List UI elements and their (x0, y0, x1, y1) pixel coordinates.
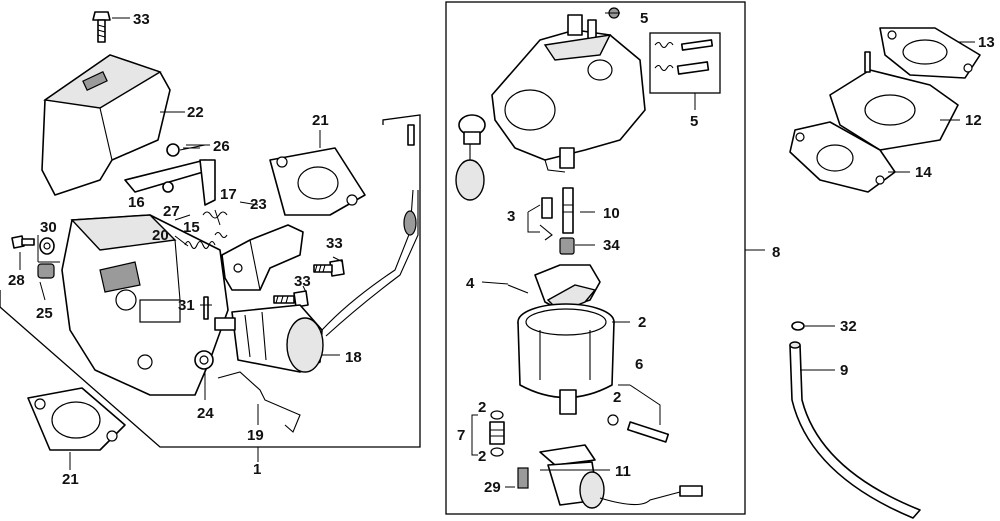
bolt-28-part (11, 235, 35, 249)
clip-32-part (791, 321, 805, 331)
callout-2-screw: 2 (613, 389, 621, 406)
grommet-24-part (194, 350, 214, 370)
gasket-21-upper-part (269, 147, 366, 216)
primer-bulb-part (455, 114, 486, 201)
callout-5-top: 5 (640, 10, 648, 27)
callout-15: 15 (183, 219, 200, 236)
callout-20: 20 (152, 227, 169, 244)
bolt-33-top-part (92, 11, 130, 43)
carburetor-body-part (491, 14, 646, 173)
callout-8: 8 (772, 244, 780, 261)
callout-14: 14 (915, 164, 932, 181)
callout-13: 13 (978, 34, 995, 51)
callout-6: 6 (635, 356, 643, 373)
callout-21-lower: 21 (62, 471, 79, 488)
callout-24: 24 (197, 405, 214, 422)
callout-33-middle: 33 (326, 235, 343, 252)
callout-5-box: 5 (690, 113, 698, 130)
gasket-14-part (789, 121, 896, 193)
fuel-tube-9-part (789, 341, 921, 519)
spring-20-part (174, 235, 216, 250)
air-cleaner-cover-22-part (41, 54, 185, 196)
callout-10: 10 (603, 205, 620, 222)
callout-1: 1 (253, 461, 261, 478)
callout-labels: 33 22 26 16 27 17 15 20 30 28 25 21 23 3… (8, 10, 995, 496)
callout-16: 16 (128, 194, 145, 211)
callout-28: 28 (8, 272, 25, 289)
fuel-valve-solenoid-11-part (539, 444, 703, 509)
pin-31-part (203, 296, 209, 320)
callout-33-lower: 33 (294, 273, 311, 290)
callout-27: 27 (163, 203, 180, 220)
callout-34: 34 (603, 237, 620, 254)
gasket-21-lower-part (27, 387, 126, 451)
leader-lines (19, 12, 975, 471)
choke-bracket-16-part (124, 143, 216, 206)
plug-34-part (559, 237, 575, 255)
bolt-33-middle-part (313, 259, 345, 277)
callout-17: 17 (220, 186, 237, 203)
bolt-33-lower-part (273, 290, 309, 308)
callout-29: 29 (484, 479, 501, 496)
washer-30-part (39, 237, 55, 255)
callout-9: 9 (840, 362, 848, 379)
mounting-bracket-plate-part (61, 214, 229, 396)
callout-2-bolt-top: 2 (478, 399, 486, 416)
callout-12: 12 (965, 112, 982, 129)
callout-19: 19 (247, 427, 264, 444)
drain-screw-6-part (607, 384, 670, 443)
callout-31: 31 (178, 297, 195, 314)
callout-4: 4 (466, 275, 475, 292)
callout-32: 32 (840, 318, 857, 335)
nut-25-part (37, 263, 55, 279)
callout-30: 30 (40, 219, 57, 236)
bracket-23-part (221, 224, 304, 291)
callout-33-top: 33 (133, 11, 150, 28)
callout-26: 26 (213, 138, 230, 155)
callout-3: 3 (507, 208, 515, 225)
screw-29-part (505, 467, 529, 489)
carburetor-assembly-frame (445, 1, 765, 515)
fuel-cut-solenoid-18-part (214, 124, 419, 373)
assembly-1-outline (0, 114, 421, 462)
callout-23: 23 (250, 196, 267, 213)
float-chamber-2-part (517, 303, 615, 415)
callout-2-bolt-bottom: 2 (478, 448, 486, 465)
callout-22: 22 (187, 104, 204, 121)
pilot-screw-set-5-part (649, 32, 721, 110)
gasket-13-part (879, 27, 981, 79)
callout-25: 25 (36, 305, 53, 322)
spring-17-part (202, 211, 228, 239)
callout-21-upper: 21 (312, 112, 329, 129)
nozzle-10-part (562, 187, 574, 234)
callout-2-chamber: 2 (638, 314, 646, 331)
callout-7: 7 (457, 427, 465, 444)
callout-18: 18 (345, 349, 362, 366)
callout-11: 11 (615, 463, 631, 480)
drain-bolt-7-part (471, 410, 505, 457)
insulator-12-part (829, 51, 959, 151)
governor-rod-19-part (217, 371, 301, 433)
main-jet-3-part (527, 197, 553, 241)
